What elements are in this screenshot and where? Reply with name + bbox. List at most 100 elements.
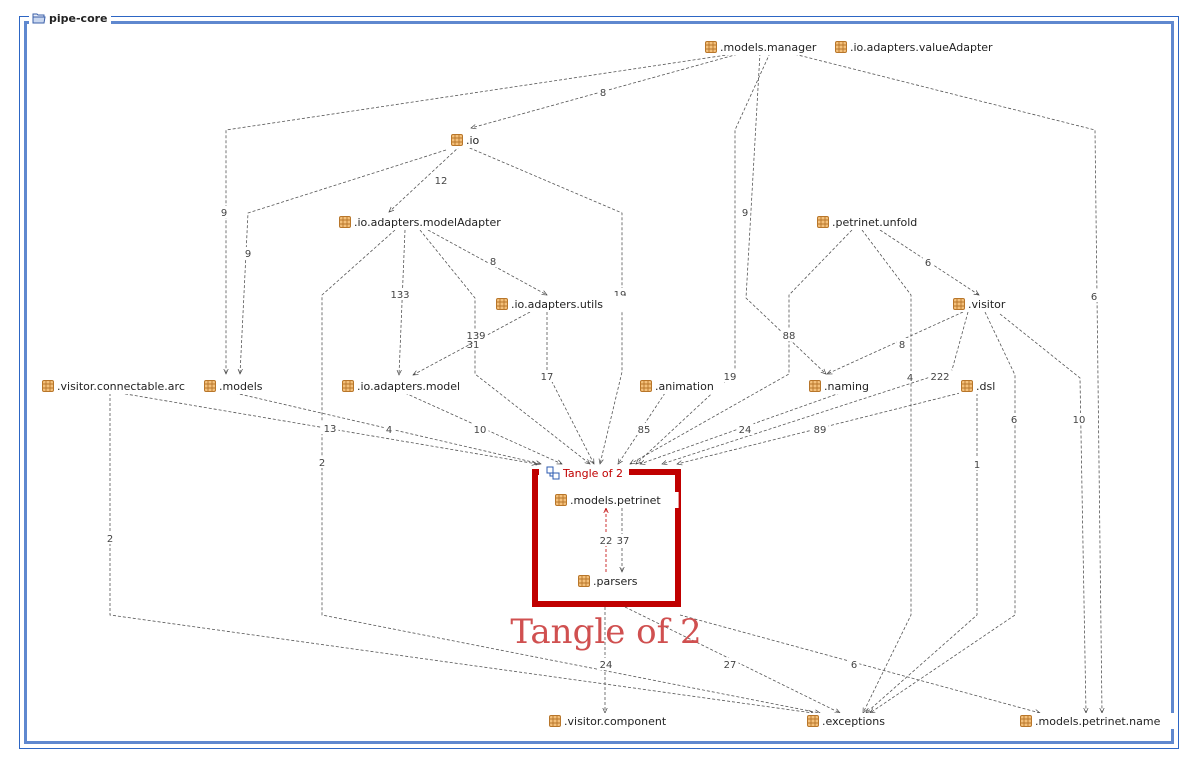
package-node[interactable]: .exceptions <box>805 713 898 729</box>
package-label: .naming <box>824 380 869 393</box>
dependency-line <box>321 229 820 713</box>
dependency-edge[interactable]: 2 <box>104 393 813 713</box>
dependency-count-bg <box>614 534 632 546</box>
package-node[interactable]: .models.manager <box>703 39 822 55</box>
dependency-edge[interactable]: 17 <box>538 312 595 464</box>
dependency-count: 19 <box>724 372 737 383</box>
dependency-edge[interactable]: 31 <box>419 229 590 464</box>
dependency-edge[interactable]: 19 <box>636 52 771 464</box>
dependency-count-bg <box>432 174 450 186</box>
package-node-bg <box>337 214 522 230</box>
dependency-count-bg <box>928 370 952 382</box>
dependency-edge[interactable]: 4 <box>234 392 541 464</box>
dependency-count-bg <box>635 423 653 435</box>
dependency-edge[interactable]: 6 <box>870 311 1020 713</box>
dependency-count: 6 <box>851 660 857 671</box>
package-node-bg <box>576 573 649 589</box>
package-node[interactable]: .io.adapters.modelAdapter <box>337 214 522 230</box>
dependency-edge[interactable]: 85 <box>618 392 666 464</box>
dependency-count: 88 <box>783 331 796 342</box>
dependency-edge[interactable]: 8 <box>471 52 743 128</box>
package-icon <box>640 380 652 392</box>
dependency-count-bg <box>1088 290 1100 302</box>
dependency-edge[interactable]: 9 <box>739 52 826 374</box>
tangle-group[interactable]: Tangle of 2 <box>532 464 681 607</box>
dependency-edge[interactable]: 133 <box>388 229 412 375</box>
package-node[interactable]: .naming <box>807 378 874 394</box>
package-icon <box>961 380 973 392</box>
dependency-edge[interactable]: 4 <box>861 229 916 713</box>
dependency-count: 9 <box>221 208 227 219</box>
package-node[interactable]: .models.petrinet <box>553 492 679 508</box>
dependency-count-bg <box>971 458 983 470</box>
package-label: .io.adapters.valueAdapter <box>850 41 993 54</box>
dependency-count-bg <box>464 329 488 341</box>
package-icon <box>835 41 847 53</box>
dependency-edge[interactable]: 1 <box>866 393 983 713</box>
dependency-edge[interactable]: 12 <box>389 145 461 212</box>
dependency-edge[interactable]: 6 <box>679 614 1040 713</box>
dependency-line <box>399 229 406 375</box>
dependency-count-bg <box>597 86 609 98</box>
dependency-count: 85 <box>638 425 651 436</box>
dependency-line <box>662 311 969 464</box>
package-label: .dsl <box>976 380 995 393</box>
package-node-bg <box>553 492 679 508</box>
dependency-count: 2 <box>107 534 113 545</box>
dependency-edge[interactable]: 139 <box>413 311 531 375</box>
dependency-edge[interactable]: 24 <box>640 392 841 464</box>
tangle-icon <box>546 466 560 480</box>
package-icon <box>549 715 561 727</box>
dependency-edge[interactable]: 88 <box>630 229 853 464</box>
dependency-edge[interactable]: 222 <box>662 311 969 464</box>
package-node[interactable]: .dsl <box>959 378 1006 394</box>
dependency-edge[interactable]: 10 <box>999 313 1088 713</box>
dependency-edge[interactable]: 8 <box>827 311 964 375</box>
dependency-edge[interactable]: 27 <box>624 606 840 713</box>
package-node[interactable]: .models.petrinet.name <box>1018 713 1177 729</box>
package-node[interactable]: .visitor.connectable.arc <box>40 378 219 394</box>
dependency-edge[interactable]: 9 <box>240 149 447 374</box>
dependency-count: 89 <box>814 425 827 436</box>
package-node[interactable]: .petrinet.unfold <box>815 214 941 230</box>
package-label: .models.manager <box>720 41 817 54</box>
package-node[interactable]: .parsers <box>576 573 649 589</box>
dependency-line <box>109 393 813 713</box>
package-node[interactable]: .io.adapters.utils <box>494 296 633 312</box>
package-node[interactable]: .visitor <box>951 296 1024 312</box>
dependency-count: 31 <box>467 340 480 351</box>
package-node[interactable]: .models <box>202 378 269 394</box>
dependency-line <box>419 229 590 464</box>
dependency-edge[interactable]: 8 <box>427 229 547 295</box>
package-node[interactable]: .visitor.component <box>547 713 686 729</box>
dependency-line <box>240 149 447 374</box>
package-icon <box>1020 715 1032 727</box>
project-title[interactable]: pipe-core <box>29 11 111 25</box>
dependency-count: 6 <box>1011 415 1017 426</box>
package-node[interactable]: .animation <box>638 378 724 394</box>
dependency-edge[interactable]: 6 <box>789 52 1102 713</box>
dependency-edge[interactable]: 37 <box>614 508 632 572</box>
dependency-count-bg <box>736 423 754 435</box>
dependency-line <box>870 311 1016 713</box>
package-node-bg <box>703 39 822 55</box>
dependency-count: 139 <box>466 331 485 342</box>
dependency-edge[interactable]: 6 <box>879 229 979 295</box>
package-label: .io.adapters.modelAdapter <box>354 216 501 229</box>
dependency-edge[interactable]: 2 <box>316 229 820 713</box>
dependency-edge[interactable]: 10 <box>404 392 562 465</box>
dependency-count-bg <box>896 338 908 350</box>
dependency-count-bg <box>487 255 499 267</box>
package-node-bg <box>638 378 724 394</box>
dependency-edge[interactable]: 13 <box>119 392 537 464</box>
dependency-edge[interactable]: 24 <box>597 607 615 713</box>
dependency-edge[interactable]: 89 <box>677 392 961 464</box>
package-node[interactable]: .io <box>449 132 489 148</box>
package-node[interactable]: .io.adapters.model <box>340 378 479 394</box>
package-node[interactable]: .io.adapters.valueAdapter <box>833 39 1018 55</box>
dependency-edge[interactable]: 9 <box>218 52 741 374</box>
dependency-count: 1 <box>974 460 980 471</box>
dependency-line <box>866 393 978 713</box>
dependency-edge[interactable]: 22 <box>597 508 615 572</box>
